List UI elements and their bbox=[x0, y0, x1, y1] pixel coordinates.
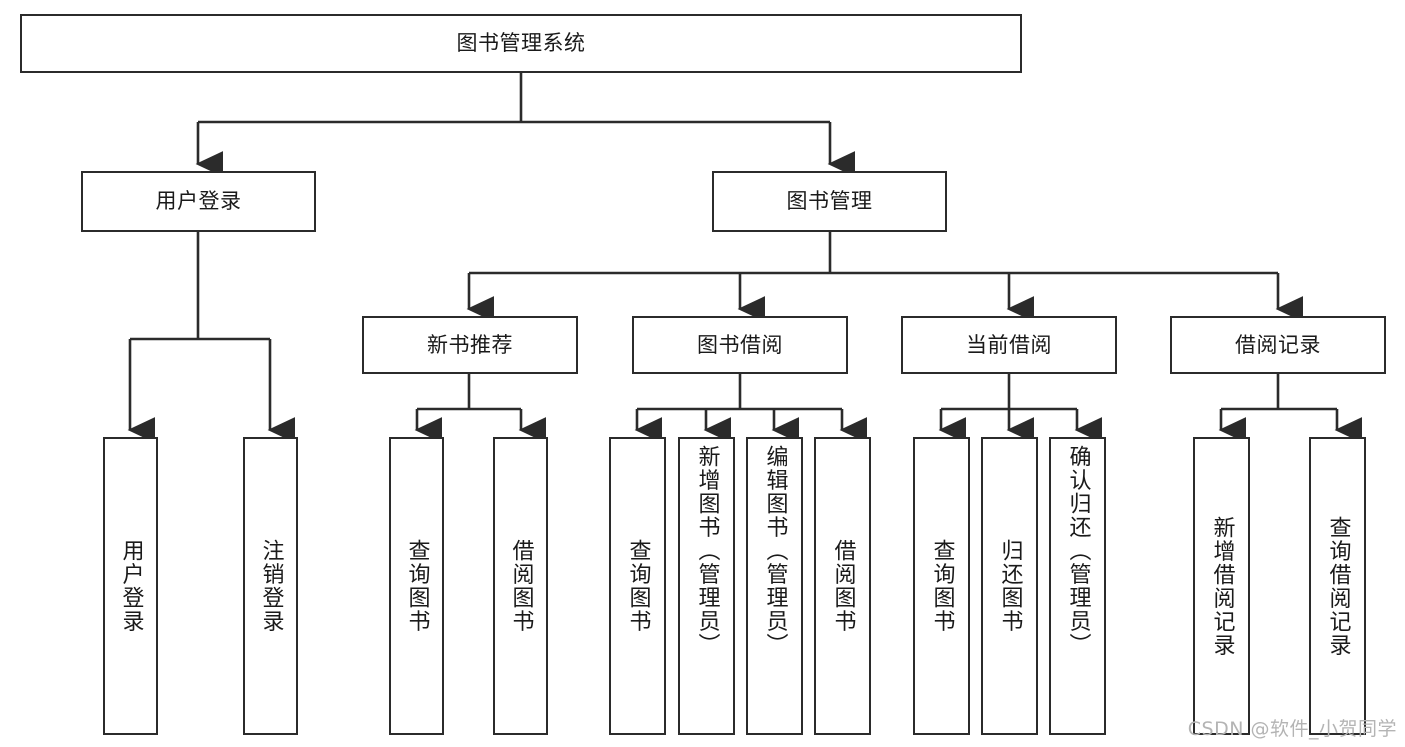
node-label: 当前借阅 bbox=[966, 332, 1052, 357]
leaf-return-book[interactable]: 归还图书 bbox=[981, 437, 1038, 735]
leaf-query-book-borrow[interactable]: 查询图书 bbox=[609, 437, 666, 735]
node-label: 借阅记录 bbox=[1235, 332, 1321, 357]
node-current-borrow[interactable]: 当前借阅 bbox=[901, 316, 1117, 374]
leaf-edit-book-admin[interactable]: 编辑图书（管理员） bbox=[746, 437, 803, 735]
node-new-book-recommend[interactable]: 新书推荐 bbox=[362, 316, 578, 374]
leaf-borrow-book-new[interactable]: 借阅图书 bbox=[493, 437, 548, 735]
node-label: 图书管理系统 bbox=[456, 31, 586, 55]
leaf-query-borrow-record[interactable]: 查询借阅记录 bbox=[1309, 437, 1366, 735]
node-label: 借阅图书 bbox=[830, 539, 856, 633]
leaf-query-book-new[interactable]: 查询图书 bbox=[389, 437, 444, 735]
node-book-management[interactable]: 图书管理 bbox=[712, 171, 947, 232]
node-label: 查询借阅记录 bbox=[1325, 515, 1351, 657]
leaf-add-borrow-record[interactable]: 新增借阅记录 bbox=[1193, 437, 1250, 735]
leaf-borrow-book[interactable]: 借阅图书 bbox=[814, 437, 871, 735]
node-label: 用户登录 bbox=[155, 189, 242, 213]
node-label: 查询图书 bbox=[404, 539, 430, 633]
node-borrow-record[interactable]: 借阅记录 bbox=[1170, 316, 1386, 374]
leaf-query-book-current[interactable]: 查询图书 bbox=[913, 437, 970, 735]
leaf-user-login[interactable]: 用户登录 bbox=[103, 437, 158, 735]
leaf-user-logout[interactable]: 注销登录 bbox=[243, 437, 298, 735]
node-book-borrow[interactable]: 图书借阅 bbox=[632, 316, 848, 374]
node-label: 用户登录 bbox=[118, 539, 144, 633]
node-user-login[interactable]: 用户登录 bbox=[81, 171, 316, 232]
node-label: 注销登录 bbox=[258, 539, 284, 633]
node-label: 图书借阅 bbox=[697, 332, 783, 357]
node-label: 新增借阅记录 bbox=[1209, 515, 1235, 657]
node-label: 编辑图书（管理员） bbox=[762, 445, 788, 657]
node-label: 查询图书 bbox=[625, 539, 651, 633]
node-label: 归还图书 bbox=[997, 539, 1023, 633]
node-label: 确认归还（管理员） bbox=[1065, 445, 1091, 657]
node-label: 借阅图书 bbox=[508, 539, 534, 633]
leaf-confirm-return-admin[interactable]: 确认归还（管理员） bbox=[1049, 437, 1106, 735]
watermark-text: CSDN @软件_小贺同学 bbox=[1187, 718, 1397, 740]
node-label: 查询图书 bbox=[929, 539, 955, 633]
node-root-system[interactable]: 图书管理系统 bbox=[20, 14, 1022, 73]
node-label: 图书管理 bbox=[786, 189, 873, 213]
leaf-add-book-admin[interactable]: 新增图书（管理员） bbox=[678, 437, 735, 735]
node-label: 新书推荐 bbox=[427, 332, 513, 357]
node-label: 新增图书（管理员） bbox=[694, 445, 720, 657]
